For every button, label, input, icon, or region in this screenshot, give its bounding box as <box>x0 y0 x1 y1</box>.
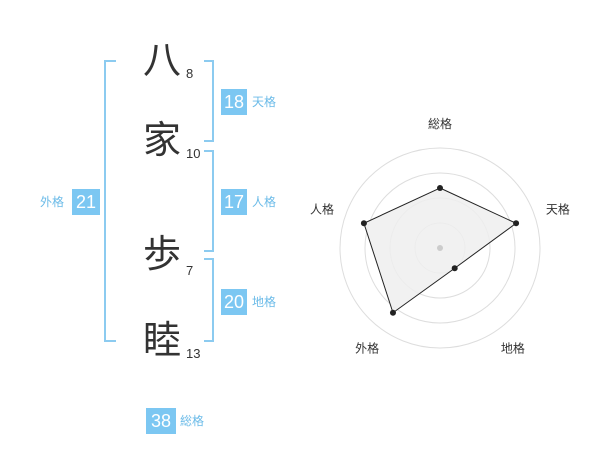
chikaku-bracket <box>204 258 214 342</box>
gaikaku-value: 21 <box>72 189 100 215</box>
radar-point-1 <box>437 185 443 191</box>
soukaku-value: 38 <box>146 408 176 434</box>
kanji-char-3: 歩 <box>142 232 181 276</box>
kanji-char-2: 家 <box>142 118 181 162</box>
stroke-count-3: 7 <box>186 263 194 278</box>
radar-ring <box>364 172 516 324</box>
soukaku-label: 総格 <box>180 414 205 428</box>
kanji-char-4: 睦 <box>142 318 181 362</box>
tenkaku-value: 18 <box>221 89 247 115</box>
radar-ring <box>339 147 541 349</box>
radar-points <box>360 185 520 316</box>
radar-axis-label-1: 総格 <box>428 116 452 131</box>
stroke-count-2: 10 <box>186 146 201 161</box>
stroke-count-4: 13 <box>186 346 201 361</box>
radar-point-4 <box>389 309 396 316</box>
outer-bracket <box>104 60 116 342</box>
jinkaku-value: 17 <box>221 189 247 215</box>
jinkaku-bracket <box>204 150 214 252</box>
chikaku-value: 20 <box>221 289 247 315</box>
gaikaku-label: 外格 <box>40 195 65 209</box>
radar-axis-label-4: 外格 <box>355 340 379 355</box>
radar-axis-label-5: 人格 <box>310 202 334 217</box>
chikaku-label: 地格 <box>252 295 277 309</box>
radar-point-3 <box>451 265 458 272</box>
jinkaku-label: 人格 <box>252 195 277 209</box>
radar-point-2 <box>513 220 520 227</box>
tenkaku-label: 天格 <box>252 95 277 109</box>
radar-axis-label-2: 天格 <box>546 202 570 217</box>
tenkaku-bracket <box>204 60 214 142</box>
stroke-count-1: 8 <box>186 66 194 81</box>
radar-axis-label-3: 地格 <box>501 340 525 355</box>
radar-point-5 <box>360 220 367 227</box>
kanji-char-1: 八 <box>142 38 181 82</box>
radar-center-dot <box>437 245 443 251</box>
